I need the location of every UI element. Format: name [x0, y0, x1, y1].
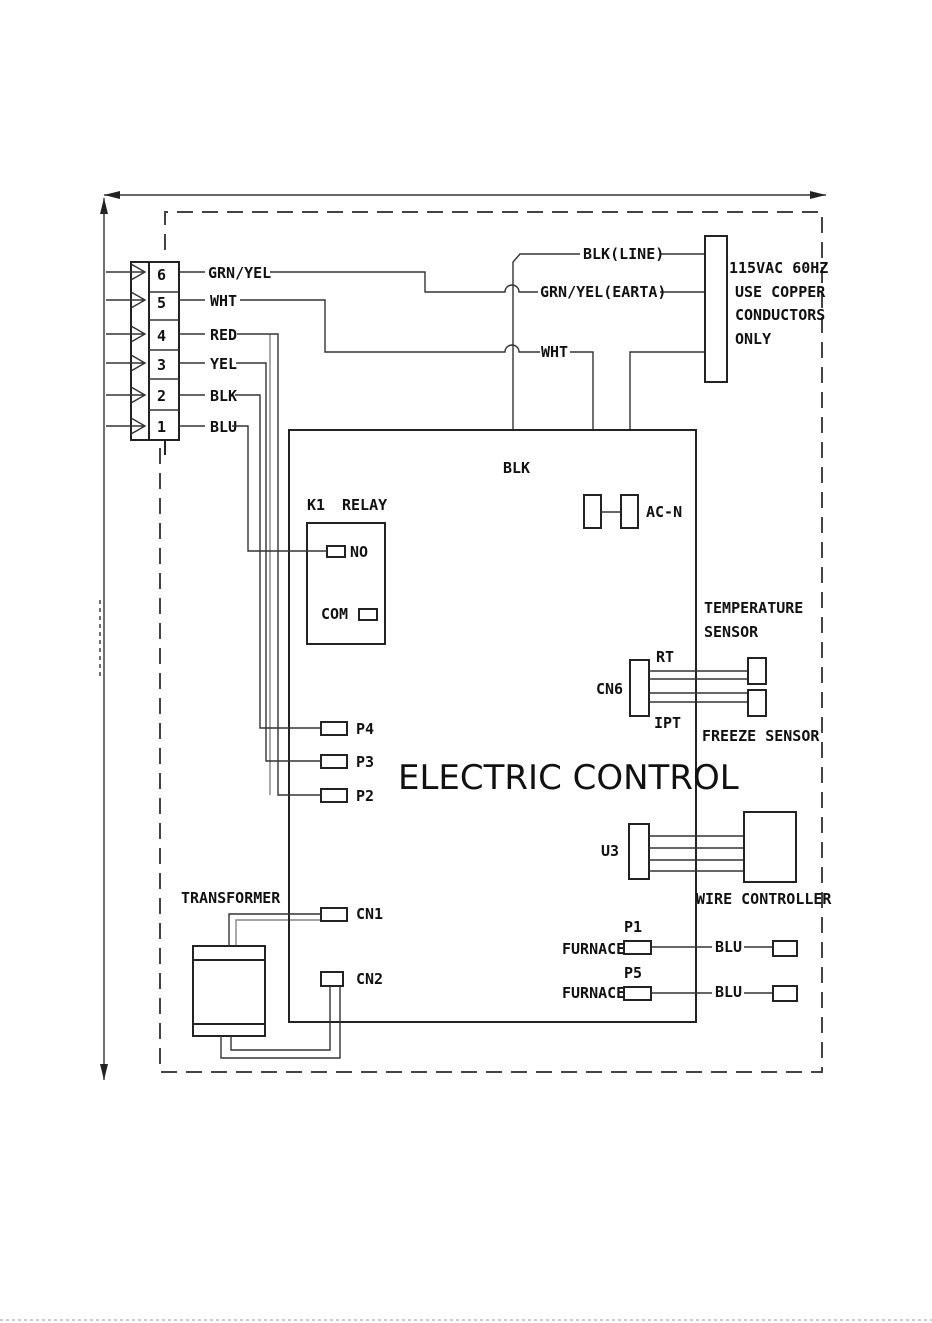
relay-com-label: COM — [321, 605, 348, 623]
label-blk-board: BLK — [503, 459, 530, 477]
connector-p5: P5 — [624, 964, 642, 982]
relay-label: RELAY — [342, 496, 387, 514]
supply-note-line-3: CONDUCTORS — [735, 306, 825, 324]
supply-note-line-1: 115VAC 60HZ — [729, 259, 828, 277]
label-wht-neutral: WHT — [541, 343, 568, 361]
terminal-block: 6 5 4 3 2 1 — [106, 262, 179, 455]
furnace-wire-2: BLU — [715, 983, 742, 1001]
temperature-sensor-line-1: TEMPERATURE — [704, 599, 803, 617]
terminal-wire-labels: GRN/YEL WHT RED YEL BLK BLU — [179, 264, 271, 436]
connector-u3: U3 — [601, 842, 619, 860]
label-grn-yel-earth: GRN/YEL(EARTA) — [540, 283, 666, 301]
wire-label-grn-yel: GRN/YEL — [208, 264, 271, 282]
wire-label-yel: YEL — [210, 355, 237, 373]
connector-cn2: CN2 — [356, 970, 383, 988]
connector-p3: P3 — [356, 753, 374, 771]
wire-label-wht: WHT — [210, 292, 237, 310]
terminal-5: 5 — [157, 294, 166, 312]
furnace-wire-1: BLU — [715, 938, 742, 956]
relay-no-label: NO — [350, 543, 368, 561]
connector-p2: P2 — [356, 787, 374, 805]
wire-label-blk: BLK — [210, 387, 237, 405]
supply-note-line-4: ONLY — [735, 330, 771, 348]
terminal-4: 4 — [157, 327, 166, 345]
label-blk-line: BLK(LINE) — [583, 245, 664, 263]
label-ac-n: AC-N — [646, 503, 682, 521]
temperature-sensor-line-2: SENSOR — [704, 623, 759, 641]
cn6-pin-rt: RT — [656, 648, 674, 666]
relay-name: K1 — [307, 496, 325, 514]
supply-note-line-2: USE COPPER — [735, 283, 826, 301]
terminal-3: 3 — [157, 356, 166, 374]
wire-label-blu: BLU — [210, 418, 237, 436]
freeze-sensor-label: FREEZE SENSOR — [702, 727, 820, 745]
connector-p4: P4 — [356, 720, 374, 738]
furnace-label-1: FURNACE — [562, 940, 625, 958]
transformer-label: TRANSFORMER — [181, 889, 281, 907]
cn6-pin-ipt: IPT — [654, 714, 681, 732]
connector-p1: P1 — [624, 918, 642, 936]
wire-label-red: RED — [210, 326, 237, 344]
terminal-1: 1 — [157, 418, 166, 436]
connector-cn1: CN1 — [356, 905, 383, 923]
connector-cn6: CN6 — [596, 680, 623, 698]
wire-controller-label: WIRE CONTROLLER — [696, 890, 832, 908]
board-title: ELECTRIC CONTROL — [398, 758, 739, 798]
furnace-label-2: FURNACE — [562, 984, 625, 1002]
terminal-2: 2 — [157, 387, 166, 405]
terminal-6: 6 — [157, 266, 166, 284]
